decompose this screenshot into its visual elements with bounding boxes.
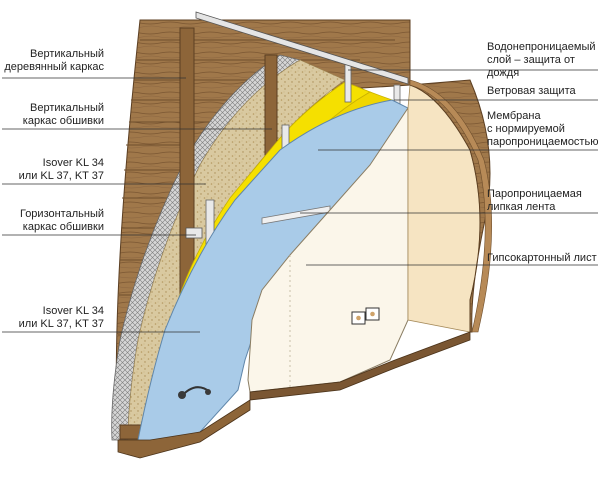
label-wind-protection: Ветровая защита: [487, 85, 576, 97]
label-waterproof-layer: Водонепроницаемый слой – защита от дождя: [487, 41, 596, 79]
baseboard: [249, 331, 471, 401]
label-horizontal-sheathing-frame: Горизонтальный каркас обшивки: [19, 208, 104, 233]
label-vapor-membrane: Мембрана с нормируемой паропроницаемость…: [487, 110, 599, 148]
top-metal-rail: [195, 11, 409, 85]
frame-bracket: [185, 227, 203, 239]
label-vertical-wood-frame: Вертикальный деревянный каркас: [4, 48, 104, 73]
label-isover-lower: Isover KL 34 или KL 37, KT 37: [18, 305, 104, 330]
gypsum-board-panel: [247, 106, 409, 393]
label-gypsum-board: Гипсокартонный лист: [487, 252, 597, 264]
electrical-outlets: [351, 307, 380, 325]
label-isover-upper: Isover KL 34 или KL 37, KT 37: [18, 157, 104, 182]
label-vertical-sheathing-frame: Вертикальный каркас обшивки: [22, 102, 104, 127]
interior-wood-lining: [409, 79, 493, 333]
label-vapor-tape: Паропроницаемая липкая лента: [487, 188, 582, 213]
leader-lines: [2, 69, 598, 333]
cable-plug-icon: [178, 386, 211, 399]
floor-edge: [117, 399, 251, 459]
